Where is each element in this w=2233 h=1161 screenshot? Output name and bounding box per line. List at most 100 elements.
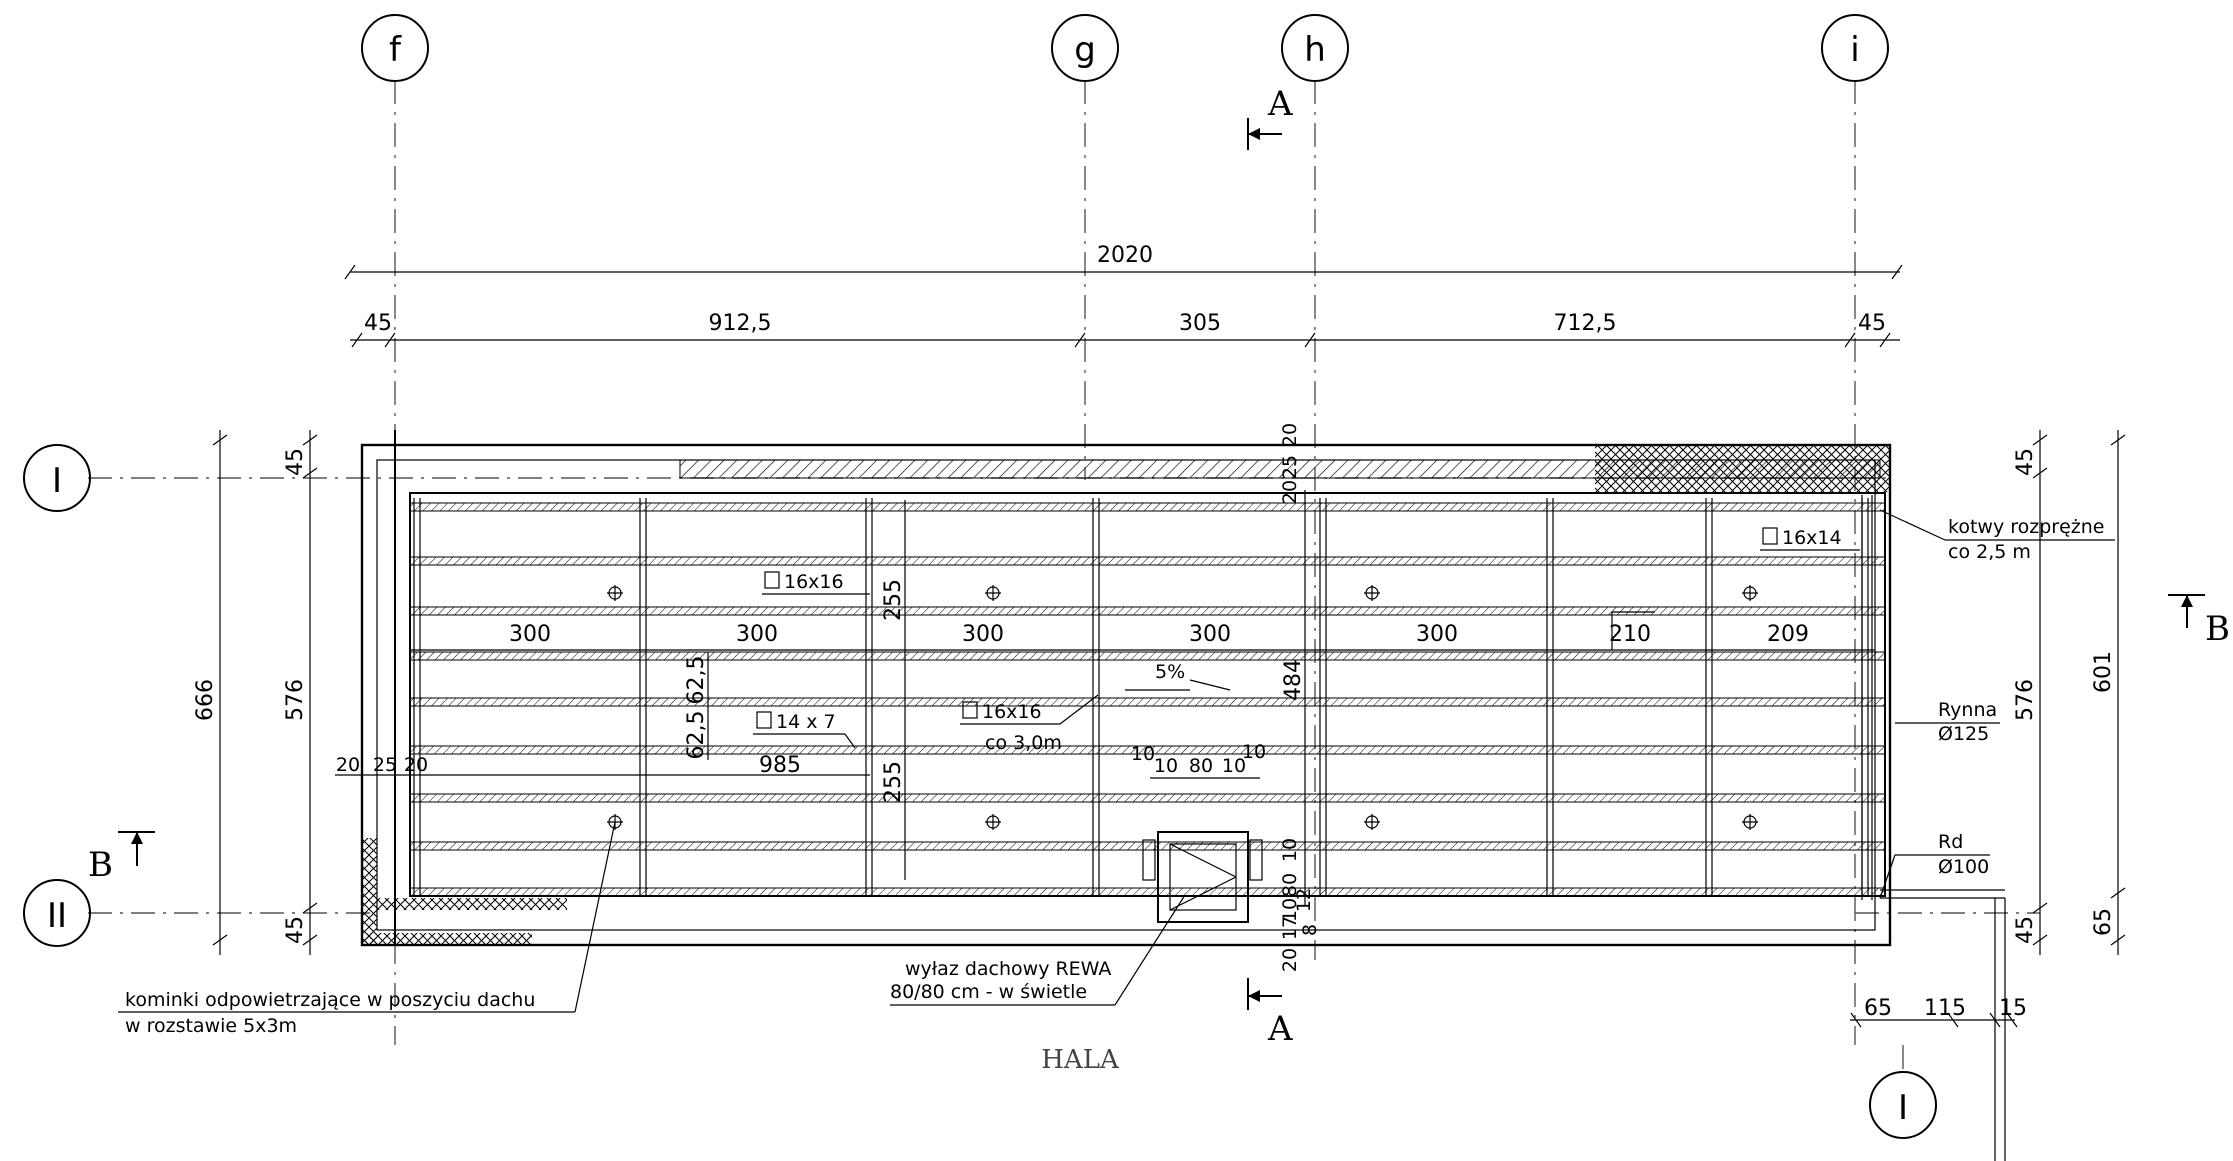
section-marker-a-top: A (1247, 84, 1293, 150)
vent-icon (985, 585, 1001, 601)
dim-spacing: 210 (1609, 622, 1651, 647)
dim-f-g: 912,5 (709, 311, 772, 336)
hatch-note: wyłaz dachowy REWA 80/80 cm - w świetle (890, 894, 1186, 1006)
anchor-note-1: kotwy rozprężne (1948, 516, 2104, 538)
dim-height-right-outer: 601 (2091, 651, 2116, 693)
dim-wall-left-20b: 20 (404, 754, 428, 776)
anchor-note: kotwy rozprężne co 2,5 m (1879, 509, 2115, 563)
beam-16x16-b: 16x16 (982, 701, 1042, 723)
dimension-right: 576 601 45 45 65 (2013, 430, 2126, 955)
roof-hatch (1142, 831, 1263, 923)
dim-bottom-17: 17 (1279, 916, 1301, 940)
dim-bottom-10b: 10 (1279, 898, 1301, 922)
dim-right-margin: 45 (1858, 311, 1886, 336)
dim-bottom-10: 10 (1279, 838, 1301, 862)
gutter-note: Rynna Ø125 (1895, 699, 2000, 745)
axis-label-f: f (389, 30, 402, 70)
dim-bottom-offset-right: 45 (2013, 916, 2038, 944)
dim-spacing: 300 (962, 622, 1004, 647)
beam-labels: 16x16 16x14 14 x 7 16x16 co 3,0m 5% (753, 527, 1860, 754)
chimney-note-1: kominki odpowietrzające w poszyciu dachu (125, 989, 535, 1011)
gutter-note-1: Rynna (1938, 699, 1997, 721)
vent-icon (607, 585, 623, 601)
axis-bubble-h: h (1281, 14, 1349, 82)
dim-height-outer: 666 (193, 679, 218, 721)
downpipe-note-1: Rd (1938, 831, 1963, 853)
dim-overall: 2020 (1097, 243, 1153, 268)
beam-co-30: co 3,0m (985, 732, 1062, 754)
dim-h-i: 712,5 (1554, 311, 1617, 336)
dim-spacing: 300 (1416, 622, 1458, 647)
downpipe-note: Rd Ø100 (1879, 831, 1990, 899)
dim-255-top: 255 (881, 579, 906, 621)
chimney-note: kominki odpowietrzające w poszyciu dachu… (118, 821, 616, 1037)
axis-bubble-g: g (1051, 14, 1119, 82)
section-label-a-bottom: A (1267, 1009, 1293, 1049)
dim-spacing: 209 (1767, 622, 1809, 647)
axis-label-II: II (47, 896, 67, 936)
purlins (409, 502, 1886, 897)
gutter (1861, 495, 2006, 1161)
vent-icon (985, 814, 1001, 830)
dim-255-bottom: 255 (881, 761, 906, 803)
chimney-note-2: w rozstawie 5x3m (125, 1015, 297, 1037)
dim-top-20b: 20 (1279, 480, 1301, 504)
slope-label: 5% (1155, 661, 1185, 683)
dim-left-margin: 45 (364, 311, 392, 336)
axis-label-i: i (1850, 30, 1859, 70)
section-label-b-right: B (2205, 609, 2230, 649)
dim-br-15: 15 (1999, 996, 2027, 1021)
section-label-a-top: A (1267, 84, 1293, 124)
dim-span-985: 985 (759, 753, 801, 778)
axis-bubble-f: f (361, 14, 429, 82)
vent-icon (1364, 814, 1380, 830)
hatch-note-2: 80/80 cm - w świetle (890, 981, 1087, 1003)
axis-bubble-i: i (1821, 14, 1889, 82)
dim-spacing: 300 (509, 622, 551, 647)
dim-484: 484 (1281, 659, 1306, 701)
beam-16x14: 16x14 (1782, 527, 1842, 549)
dim-bottom-offset-left: 45 (283, 916, 308, 944)
hall-label: HALA (1041, 1045, 1120, 1075)
downpipe-note-2: Ø100 (1938, 856, 1989, 878)
dimension-interior: 985 255 255 62,5 62,5 484 20 25 20 20 25… (335, 423, 1321, 972)
dimension-left: 666 576 45 45 (193, 430, 318, 955)
dim-br-115: 115 (1924, 996, 1966, 1021)
dim-bottom-12: 12 (1293, 888, 1315, 912)
axis-label-I-bottom: I (1898, 1088, 1908, 1128)
vent-icon (1742, 814, 1758, 830)
dim-top-20: 20 (1279, 423, 1301, 447)
beam-14x7: 14 x 7 (776, 711, 836, 733)
dim-br-65: 65 (1864, 996, 1892, 1021)
beam-16x16-a: 16x16 (784, 571, 844, 593)
dim-bottom-20: 20 (1279, 948, 1301, 972)
dim-top-25: 25 (1279, 455, 1301, 479)
dim-top-offset-right: 45 (2013, 448, 2038, 476)
dim-right-bottom-extra: 65 (2091, 908, 2116, 936)
dim-bottom-8: 8 (1299, 924, 1321, 936)
axis-label-g: g (1074, 30, 1096, 70)
anchor-note-2: co 2,5 m (1948, 541, 2031, 563)
dim-bottom-80: 80 (1279, 873, 1301, 897)
vent-chimneys (607, 585, 1758, 830)
dim-hatch-10b: 10 (1154, 755, 1178, 777)
section-marker-b-right: B (2168, 594, 2230, 649)
dim-g-h: 305 (1179, 311, 1221, 336)
dim-spacing: 300 (736, 622, 778, 647)
dim-625-a: 62,5 (684, 656, 709, 705)
axis-bubble-I-bottom: I (1869, 1045, 1937, 1139)
dim-wall-left-20: 20 (336, 754, 360, 776)
dim-hatch-80: 80 (1189, 755, 1213, 777)
dim-height-inner-right: 576 (2013, 679, 2038, 721)
building-walls (360, 430, 1892, 947)
axis-label-I: I (52, 461, 62, 501)
dimension-purlin-row: 300 300 300 300 300 210 209 (410, 611, 1875, 651)
dim-hatch-10: 10 (1131, 743, 1155, 765)
dim-spacing: 300 (1189, 622, 1231, 647)
dim-625-b: 62,5 (684, 711, 709, 760)
dim-top-offset-left: 45 (283, 448, 308, 476)
axis-bubble-I: I (23, 444, 91, 512)
dim-wall-left-25: 25 (373, 754, 397, 776)
dim-hatch-10d: 10 (1242, 741, 1266, 763)
